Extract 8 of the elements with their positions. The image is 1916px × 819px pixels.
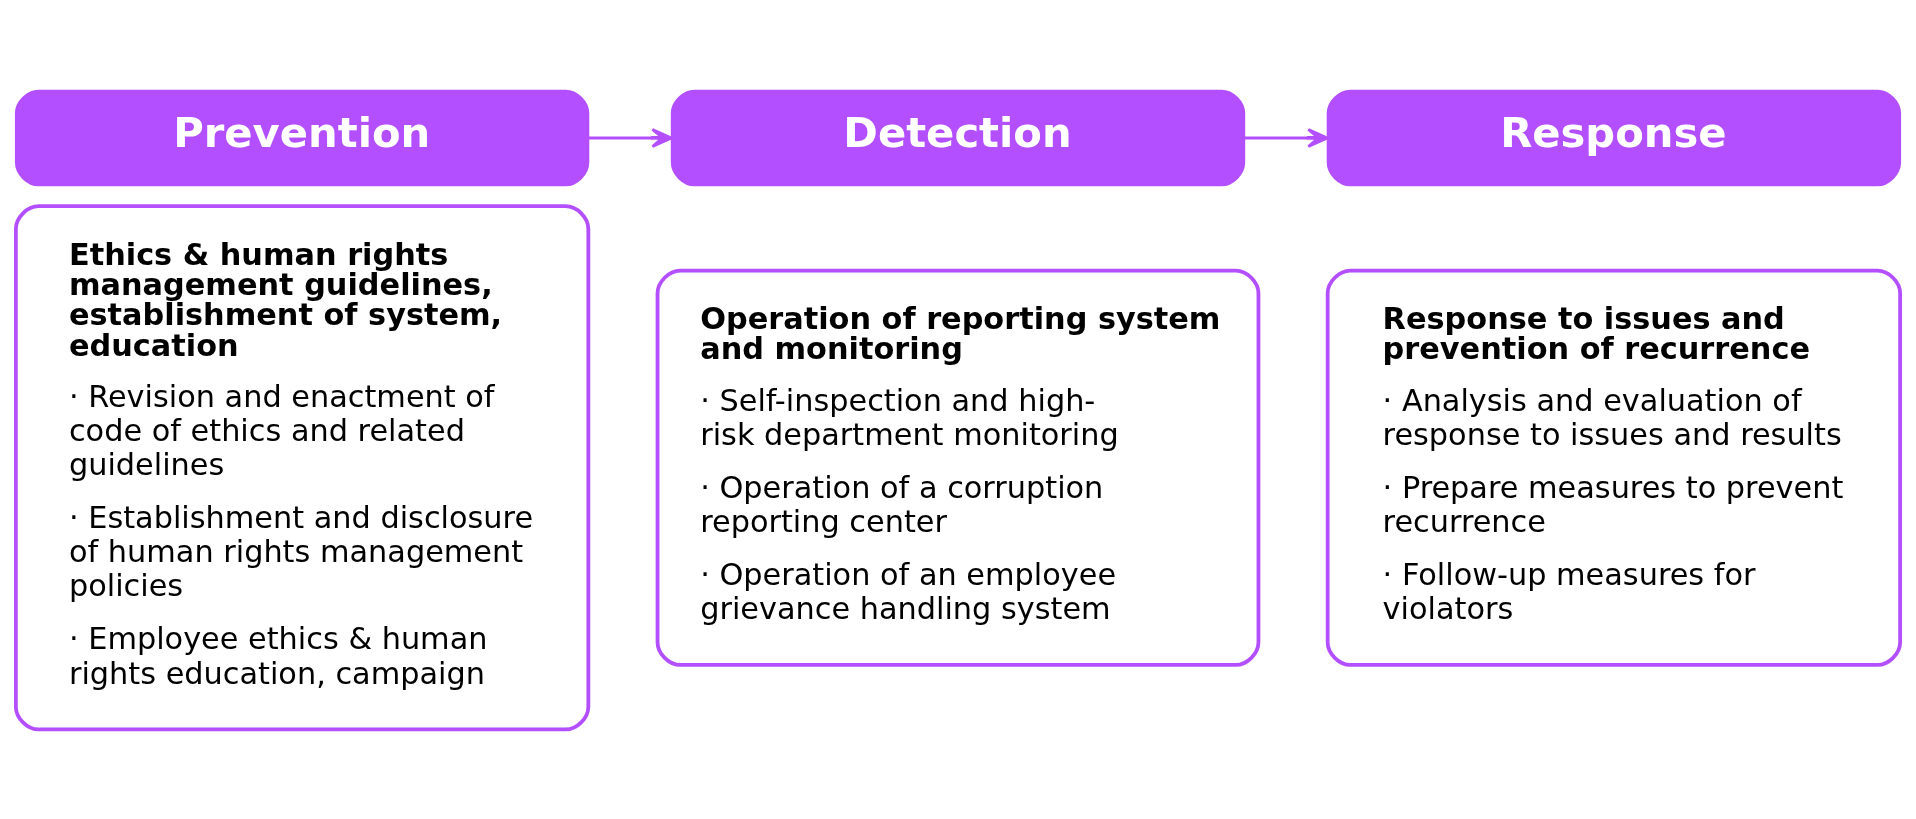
arrow <box>588 127 673 148</box>
arrow <box>1244 127 1329 148</box>
node-box: Ethics & human rights management guidelines, establishment of system, education · Revision and enactment of code of ethics and related guidelines · Establishment and disclosure of human rights management policies · Employee ethics & human rights education, campaign <box>13 203 591 731</box>
node-box: Detection <box>670 89 1246 186</box>
node-box: Response to issues and prevention of recurrence · Analysis and evaluation of response to issues and results · Prepare measures to prevent recurrence · Follow-up measures for violators <box>1325 268 1903 667</box>
node-box: Response <box>1326 89 1902 186</box>
node-box: Operation of reporting system and monitoring · Self-inspection and high-risk department monitoring · Operation of a corruption reporting center · Operation of an employee grievance handling system <box>655 268 1261 667</box>
node-box: Prevention <box>14 89 590 186</box>
